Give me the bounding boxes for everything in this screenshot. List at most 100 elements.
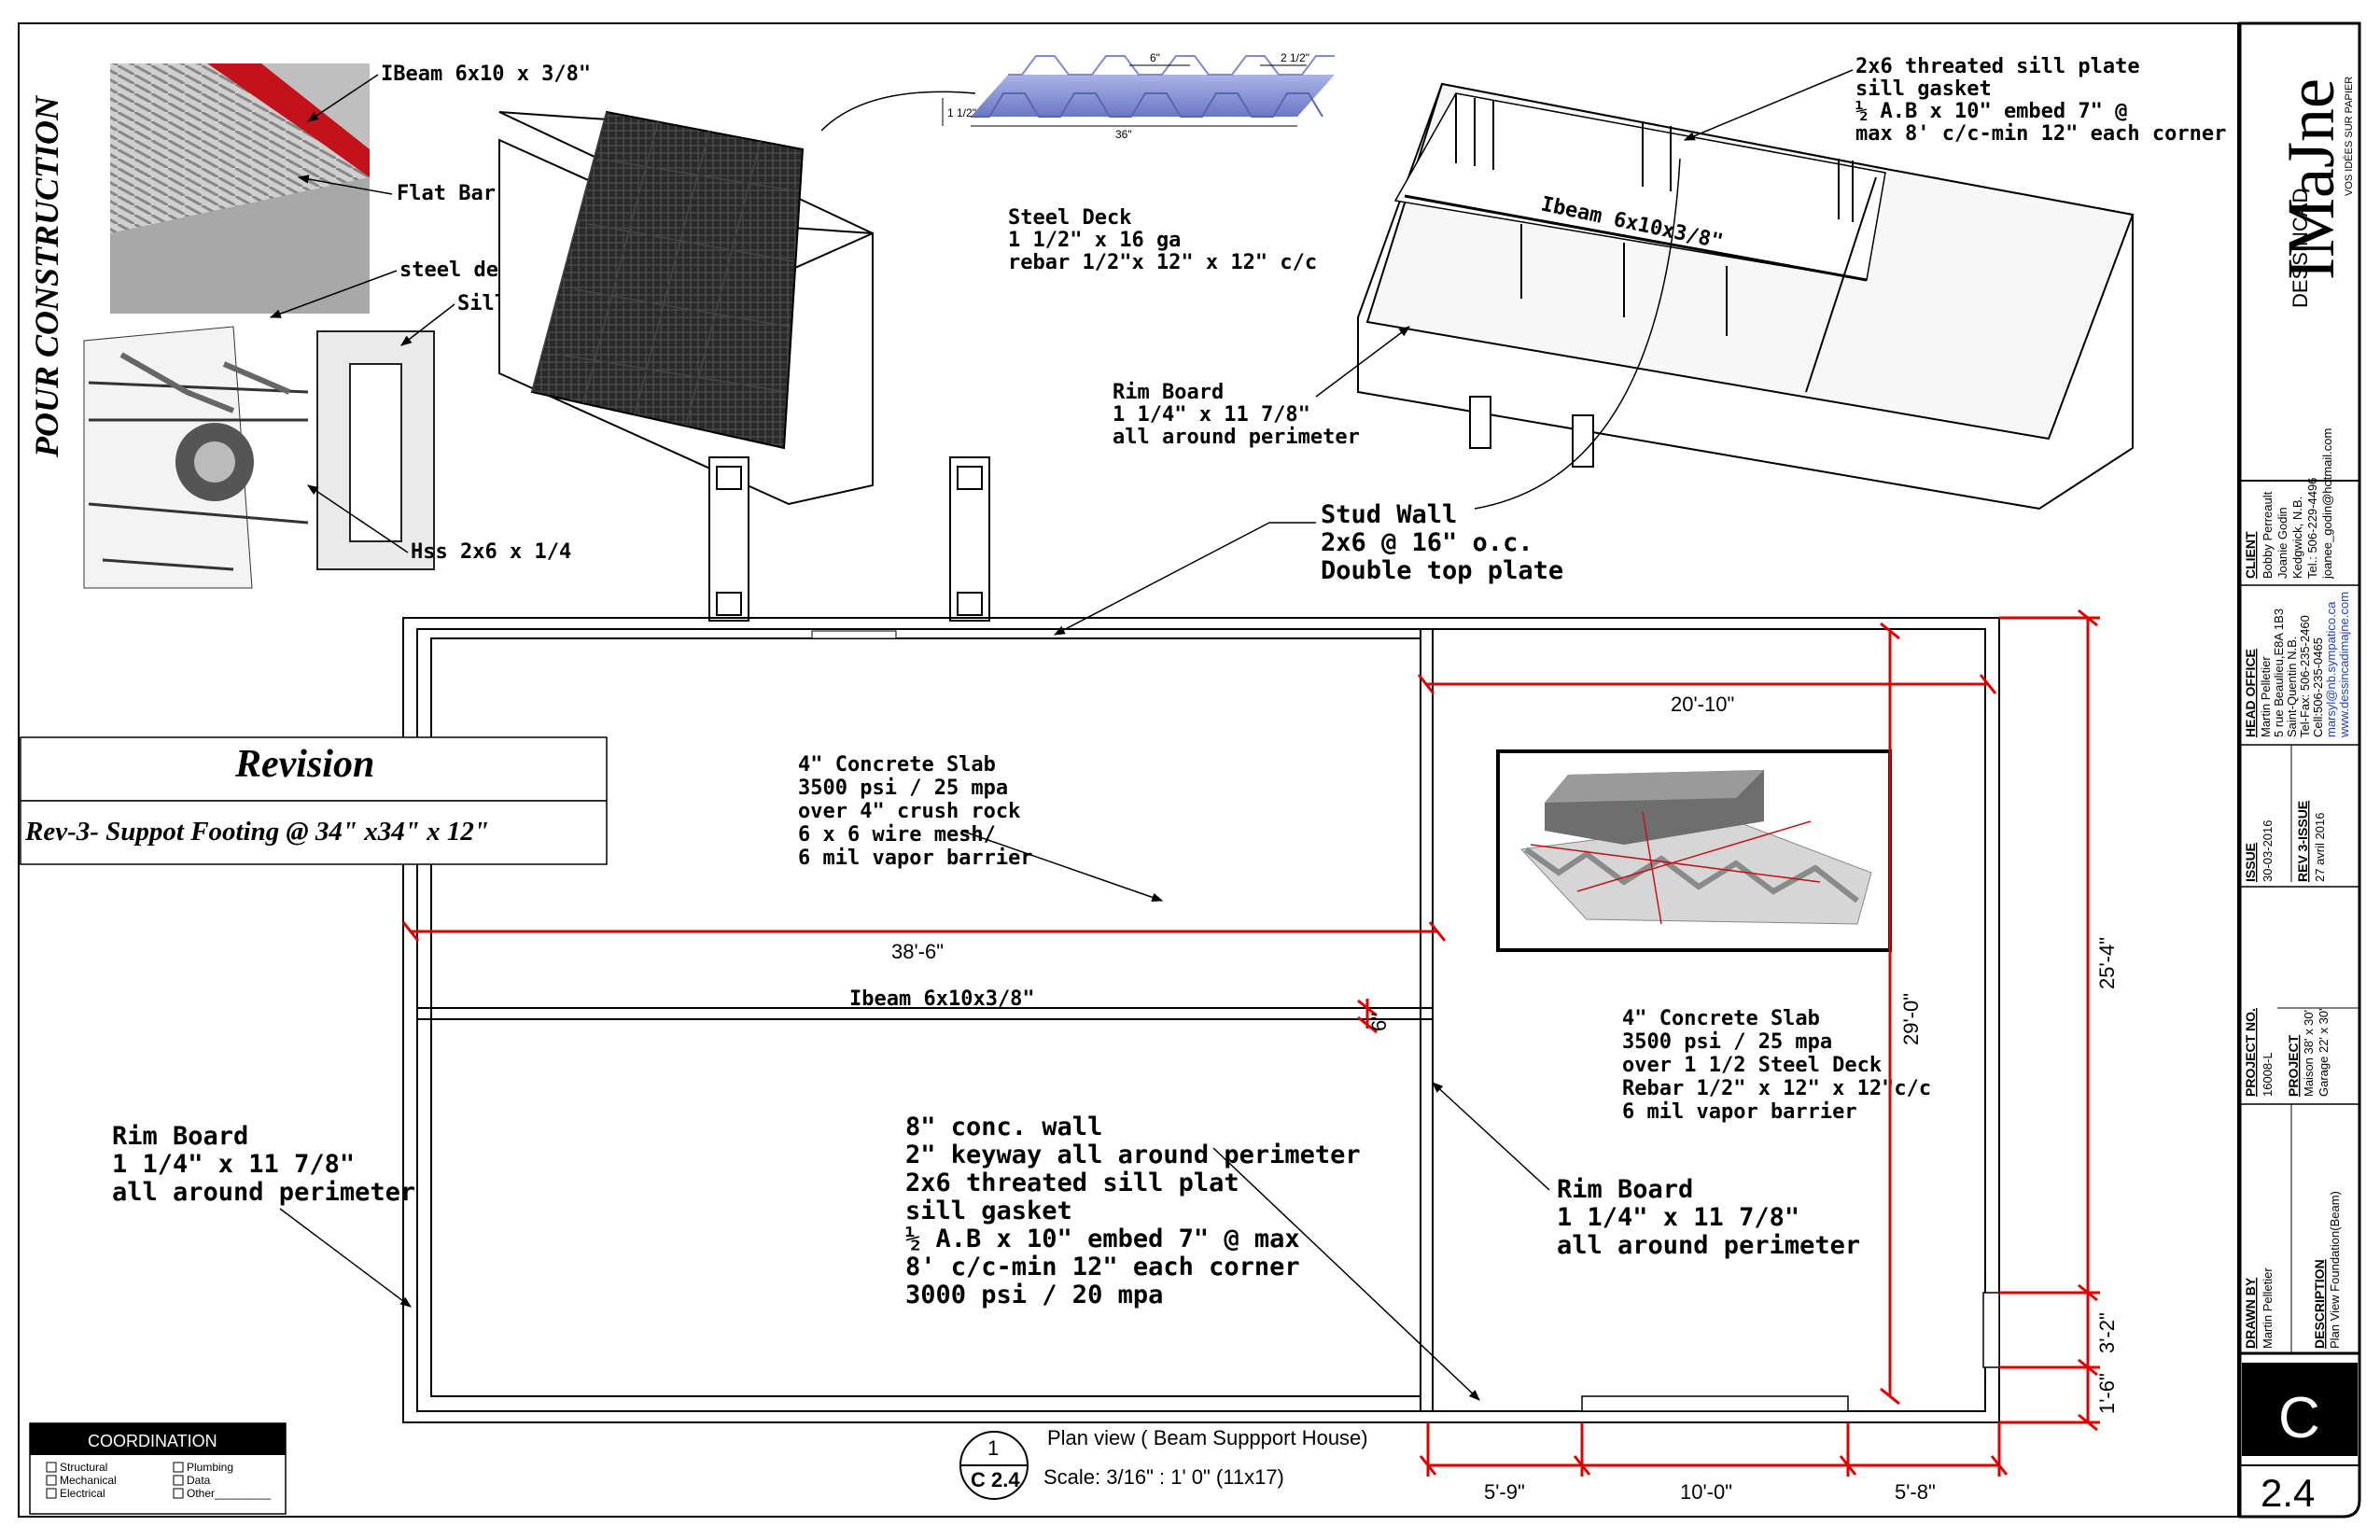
svg-text:2x6 threated sill plat: 2x6 threated sill plat [905,1169,1239,1197]
svg-text:Electrical: Electrical [60,1487,105,1500]
svg-text:C: C [2278,1386,2320,1450]
svg-text:over 4" crush rock: over 4" crush rock [798,800,1020,823]
dim-small-a: 3'-2" [2095,1312,2119,1353]
plan-view [402,456,2000,1423]
dim-garage-width: 20'-10" [1671,693,1734,716]
svg-text:½ A.B x 10" embed 7" @ max: ½ A.B x 10" embed 7" @ max [905,1225,1300,1253]
svg-text:4" Concrete Slab: 4" Concrete Slab [798,753,996,777]
svg-text:REV 3-ISSUE: REV 3-ISSUE [2295,801,2310,882]
svg-text:Data: Data [187,1474,211,1487]
iso-sill-note: 2x6 threated sill plate sill gasket ½ A.… [1855,55,2226,146]
svg-text:Maison 38' x 30': Maison 38' x 30' [2302,1010,2316,1097]
svg-text:marsyl@nb.sympatico.ca: marsyl@nb.sympatico.ca [2324,601,2338,737]
svg-text:joanee_godin@hotmail.com: joanee_godin@hotmail.com [2320,428,2334,580]
deck-dim-width: 36" [1115,128,1132,141]
detail-garage-deck-iso [498,110,874,506]
svg-text:6 x 6 wire mesh/: 6 x 6 wire mesh/ [798,823,996,847]
svg-text:Rim Board: Rim Board [112,1122,248,1151]
svg-text:DESCRIPTION: DESCRIPTION [2312,1259,2327,1349]
dim-bottom-b: 10'-0" [1680,1480,1732,1504]
svg-text:Bobby Perreault: Bobby Perreault [2261,491,2275,579]
svg-text:1 1/4" x 11 7/8": 1 1/4" x 11 7/8" [112,1150,355,1179]
svg-text:PROJECT: PROJECT [2286,1034,2301,1097]
label-hss: Hss 2x6 x 1/4 [411,540,571,564]
svg-text:2.4: 2.4 [2261,1471,2315,1515]
svg-text:C 2.4: C 2.4 [971,1468,1020,1491]
revision-box: Revision Rev-3- Suppot Footing @ 34" x34… [20,736,608,865]
svg-text:COORDINATION: COORDINATION [88,1432,217,1450]
house-slab-note: 4" Concrete Slab 3500 psi / 25 mpa over … [798,753,1033,870]
garage-slab-note: 4" Concrete Slab 3500 psi / 25 mpa over … [1622,1007,1931,1124]
svg-text:all around perimeter: all around perimeter [1113,426,1360,449]
deck-dim-height: 1 1/2" [947,106,976,119]
view-tag: 1 C 2.4 Plan view ( Beam Suppport House)… [959,1426,1368,1500]
svg-text:DRAWN BY: DRAWN BY [2243,1277,2258,1349]
dimension-lines [401,609,2100,1477]
svg-text:16008-L: 16008-L [2261,1052,2275,1097]
svg-text:VOS IDÉES SUR PAPIER: VOS IDÉES SUR PAPIER [2343,77,2355,196]
detail-ibeam-render [110,63,370,314]
svg-text:3500 psi / 25 mpa: 3500 psi / 25 mpa [798,777,1008,800]
stud-wall-note: Stud Wall 2x6 @ 16" o.c. Double top plat… [1321,500,1563,585]
svg-text:all around perimeter: all around perimeter [1557,1231,1860,1260]
svg-text:1: 1 [987,1436,999,1460]
svg-text:1 1/4" x 11 7/8": 1 1/4" x 11 7/8" [1113,403,1310,427]
svg-text:Steel Deck: Steel Deck [1008,206,1131,230]
rim-right-note: Rim Board 1 1/4" x 11 7/8" all around pe… [1557,1175,1860,1260]
label-ibeam-detail: IBeam 6x10 x 3/8" [381,63,591,86]
svg-text:Cell:506-235-0465: Cell:506-235-0465 [2311,637,2325,737]
detail-steel-deck-profile [942,55,1335,127]
svg-text:2x6 @ 16" o.c.: 2x6 @ 16" o.c. [1321,528,1533,557]
steel-deck-note: Steel Deck 1 1/2" x 16 ga rebar 1/2"x 12… [1008,206,1317,274]
svg-text:www.dessincadimajne.com: www.dessincadimajne.com [2337,592,2351,738]
svg-text:30-03-2016: 30-03-2016 [2261,820,2275,883]
iso-rim-note: Rim Board 1 1/4" x 11 7/8" all around pe… [1113,381,1360,449]
title-block: DESSINCAD IMaJne VOS IDÉES SUR PAPIER CL… [2238,21,2361,1519]
svg-text:Revision: Revision [234,743,374,786]
svg-text:Double top plate: Double top plate [1321,556,1563,585]
svg-text:1 1/4" x 11 7/8": 1 1/4" x 11 7/8" [1557,1203,1799,1232]
svg-text:Kedgwick, N.B.: Kedgwick, N.B. [2290,497,2304,579]
svg-text:Plan View Foundation(Beam): Plan View Foundation(Beam) [2328,1191,2342,1349]
dim-bottom-c: 5'-8" [1895,1480,1936,1504]
detail-hss-render [83,326,435,589]
svg-text:5 rue Beaulieu,E8A 1B3: 5 rue Beaulieu,E8A 1B3 [2272,609,2286,737]
svg-text:Structural: Structural [60,1461,107,1474]
svg-text:2" keyway all around perimeter: 2" keyway all around perimeter [905,1141,1361,1169]
svg-text:1 1/2" x 16 ga: 1 1/2" x 16 ga [1008,229,1181,252]
vertical-title: POUR CONSTRUCTION [28,94,65,458]
svg-text:3500 psi / 25 mpa: 3500 psi / 25 mpa [1622,1030,1832,1054]
svg-text:Tel.: 506-229-4496: Tel.: 506-229-4496 [2305,478,2319,579]
svg-text:ISSUE: ISSUE [2243,843,2258,882]
svg-text:sill gasket: sill gasket [905,1197,1072,1225]
svg-text:6 mil vapor barrier: 6 mil vapor barrier [1622,1100,1857,1124]
svg-text:Stud Wall: Stud Wall [1321,500,1457,529]
dim-bottom-a: 5'-9" [1484,1480,1525,1504]
svg-text:HEAD OFFICE: HEAD OFFICE [2243,649,2258,737]
svg-text:CLIENT: CLIENT [2243,531,2258,579]
deck-render-inset [1496,749,1892,952]
dim-beam: 6" [1367,1013,1391,1031]
svg-text:Garage 22' x 30': Garage 22' x 30' [2317,1008,2331,1097]
svg-text:Tel-Fax: 506-235-2460: Tel-Fax: 506-235-2460 [2298,615,2312,737]
deck-dim-gap: 2 1/2" [1281,51,1309,64]
dim-small-b: 1'-6" [2095,1373,2119,1414]
svg-text:2x6 threated sill plate: 2x6 threated sill plate [1855,55,2140,78]
svg-text:Martin Pelletier: Martin Pelletier [2261,1267,2275,1349]
svg-text:sill gasket: sill gasket [1855,77,1992,101]
rim-left-note: Rim Board 1 1/4" x 11 7/8" all around pe… [112,1122,415,1207]
svg-text:Rim Board: Rim Board [1113,381,1224,404]
deck-dim-rib: 6" [1150,51,1160,64]
svg-text:Other_________: Other_________ [187,1487,271,1500]
svg-text:Saint-Quentin N.B.: Saint-Quentin N.B. [2285,637,2299,737]
detail-foundation-iso [1357,82,2135,511]
svg-text:Plumbing: Plumbing [187,1461,233,1474]
svg-text:3000 psi / 20 mpa: 3000 psi / 20 mpa [905,1281,1163,1309]
svg-text:8" conc. wall: 8" conc. wall [905,1113,1102,1141]
svg-text:Joanie Godin: Joanie Godin [2275,507,2289,579]
plan-ibeam-label: Ibeam 6x10x3/8" [849,987,1035,1011]
svg-text:Mechanical: Mechanical [60,1474,117,1487]
svg-text:Rebar 1/2" x 12" x 12"c/c: Rebar 1/2" x 12" x 12"c/c [1622,1077,1931,1100]
svg-text:IMaJne: IMaJne [2274,78,2348,280]
